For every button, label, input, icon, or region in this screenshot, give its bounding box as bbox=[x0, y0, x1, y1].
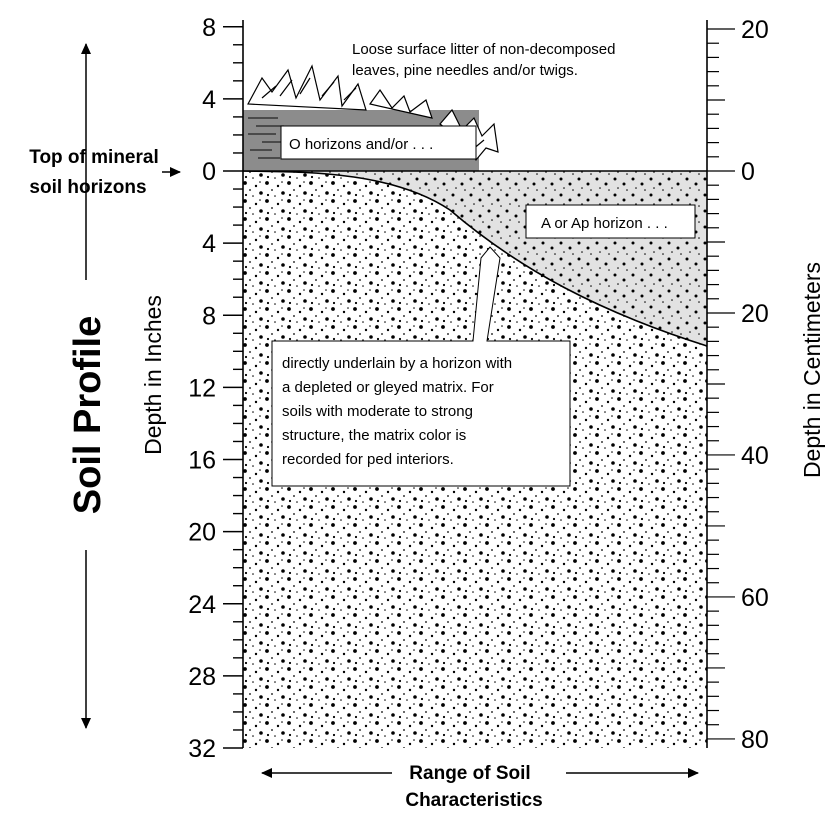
left-axis-tick-label: 4 bbox=[202, 230, 216, 258]
left-axis-tick-label: 28 bbox=[188, 663, 216, 691]
left-axis-tick-label: 12 bbox=[188, 374, 216, 402]
a-horizon-label-box bbox=[525, 204, 696, 239]
underlain-note-line2: a depleted or gleyed matrix. For bbox=[282, 379, 494, 396]
underlain-note-line5: recorded for ped interiors. bbox=[282, 451, 454, 468]
right-axis-tick-label: 60 bbox=[741, 584, 769, 612]
a-horizon-label: A or Ap horizon . . . bbox=[541, 215, 668, 232]
left-axis-ticks bbox=[223, 26, 243, 749]
o-horizon-label-box bbox=[280, 125, 477, 160]
left-axis-tick-label: 20 bbox=[188, 519, 216, 547]
a-horizon-boundary bbox=[242, 170, 708, 347]
top-marker-line1: Top of mineral bbox=[29, 147, 158, 168]
litter-note-line1: Loose surface litter of non-decomposed bbox=[352, 41, 616, 58]
right-axis-tick-labels: 20 0 20 40 60 80 bbox=[741, 16, 769, 754]
litter-note-line2: leaves, pine needles and/or twigs. bbox=[352, 62, 578, 79]
left-axis-tick-label: 32 bbox=[188, 735, 216, 763]
right-axis-tick-label: 40 bbox=[741, 442, 769, 470]
bottom-label-line2: Characteristics bbox=[405, 790, 542, 811]
right-axis-tick-label: 80 bbox=[741, 726, 769, 754]
underlain-note-line4: structure, the matrix color is bbox=[282, 427, 466, 444]
left-axis-tick-labels: 8 4 0 4 8 12 16 20 24 28 32 bbox=[188, 14, 216, 763]
right-axis-tick-label: 20 bbox=[741, 300, 769, 328]
underlain-note-box bbox=[271, 246, 571, 487]
left-axis-tick-label: 8 bbox=[202, 302, 216, 330]
left-axis-tick-label: 8 bbox=[202, 14, 216, 42]
left-axis-tick-label: 24 bbox=[188, 591, 216, 619]
top-marker-line2: soil horizons bbox=[29, 177, 146, 198]
left-axis-tick-label: 0 bbox=[202, 158, 216, 186]
o-horizon-dashes bbox=[248, 117, 284, 159]
right-axis-ticks bbox=[707, 28, 735, 740]
left-axis-label: Depth in Inches bbox=[140, 295, 166, 455]
o-horizon-label: O horizons and/or . . . bbox=[289, 136, 433, 153]
right-axis-tick-label: 20 bbox=[741, 16, 769, 44]
bottom-label-line1: Range of Soil bbox=[409, 763, 530, 784]
underlain-note-line3: soils with moderate to strong bbox=[282, 403, 473, 420]
left-axis-tick-label: 16 bbox=[188, 447, 216, 475]
right-axis-tick-label: 0 bbox=[741, 158, 755, 186]
underlain-note-line1: directly underlain by a horizon with bbox=[282, 355, 512, 372]
left-axis-tick-label: 4 bbox=[202, 86, 216, 114]
title-soil-profile: Soil Profile bbox=[67, 316, 109, 514]
right-axis-label: Depth in Centimeters bbox=[799, 262, 825, 478]
